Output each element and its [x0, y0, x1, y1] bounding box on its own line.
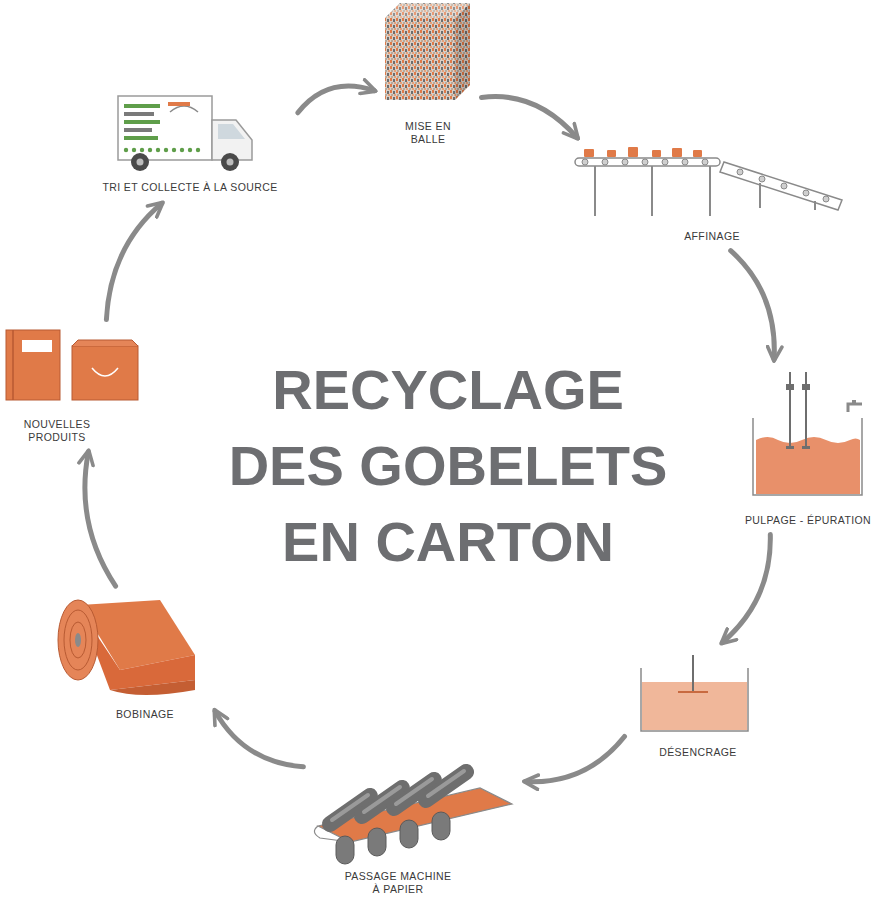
- truck-icon: [118, 96, 252, 171]
- pulping-tank: [753, 372, 862, 495]
- step-label: NOUVELLES PRODUITS: [12, 418, 102, 444]
- process-step: AFFINAGE: [570, 140, 845, 245]
- step-label: AFFINAGE: [667, 230, 757, 243]
- step-label: PULPAGE - ÉPURATION: [738, 514, 878, 527]
- step-label: DÉSENCRAGE: [653, 746, 743, 759]
- bale-cube: [385, 3, 470, 100]
- cycle-arrow: [298, 86, 374, 113]
- sorting-conveyor: [575, 147, 842, 216]
- process-step: PASSAGE MACHINE À PAPIER: [300, 770, 520, 898]
- process-step: TRI ET COLLECTE À LA SOURCE: [88, 90, 292, 198]
- process-step: PULPAGE - ÉPURATION: [738, 365, 880, 529]
- cycle-arrow: [215, 711, 303, 767]
- step-label: MISE EN BALLE: [398, 120, 458, 146]
- notebook-and-bag: [6, 330, 138, 400]
- cycle-arrow: [731, 251, 775, 360]
- cycle-arrow: [85, 452, 116, 586]
- step-label: TRI ET COLLECTE À LA SOURCE: [90, 181, 290, 194]
- step-label: BOBINAGE: [100, 708, 190, 721]
- process-step: DÉSENCRAGE: [630, 648, 760, 761]
- cycle-arrow: [526, 737, 625, 782]
- paper-machine: [314, 771, 512, 864]
- deinking-tank: [641, 655, 748, 731]
- process-step: NOUVELLES PRODUITS: [5, 325, 145, 446]
- diagram-title: RECYCLAGE DES GOBELETS EN CARTON: [218, 352, 678, 580]
- cycle-arrow: [482, 97, 578, 138]
- paper-roll: [58, 600, 195, 695]
- cycle-arrow: [722, 535, 770, 643]
- process-step: BOBINAGE: [50, 592, 210, 723]
- process-step: MISE EN BALLE: [380, 0, 476, 150]
- step-label: PASSAGE MACHINE À PAPIER: [341, 870, 455, 896]
- cycle-arrow: [106, 203, 161, 319]
